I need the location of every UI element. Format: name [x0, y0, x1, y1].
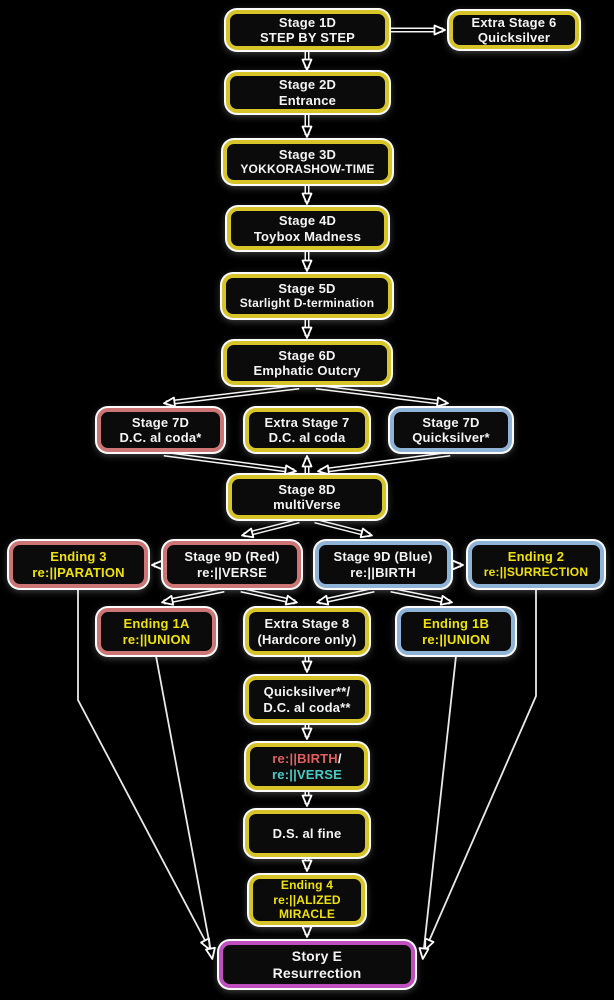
node-stage-4d: Stage 4D Toybox Madness	[227, 207, 388, 250]
node-rebirth-reverse: re:||BIRTH/ re:||VERSE	[246, 743, 368, 790]
node-title: Ending 3	[50, 549, 107, 564]
node-stage-2d: Stage 2D Entrance	[226, 72, 389, 113]
arrow-9dblue-extra8	[316, 587, 375, 606]
node-subtitle: Resurrection	[272, 964, 362, 981]
node-subtitle: re:||PARATION	[32, 564, 125, 580]
node-subtitle: re:||SURRECTION	[483, 564, 589, 579]
node-ds-al-fine: D.S. al fine	[245, 810, 369, 857]
node-stage-5d: Stage 5D Starlight D-termination	[222, 274, 392, 318]
arrow-6d-7dblue	[315, 384, 449, 408]
node-stage-6d: Stage 6D Emphatic Outcry	[223, 341, 391, 385]
node-subtitle: re:||VERSE	[197, 564, 267, 580]
node-subtitle: (Hardcore only)	[257, 631, 357, 647]
node-title: Ending 4	[280, 878, 334, 893]
node-title: Extra Stage 6	[471, 14, 557, 30]
node-title: Stage 4D	[278, 213, 337, 228]
node-subtitle: re:||UNION	[122, 631, 191, 647]
node-extra-stage-8: Extra Stage 8 (Hardcore only)	[245, 608, 369, 655]
node-subtitle: re:||BIRTH	[350, 564, 416, 580]
arrow-9dred-ending1a	[161, 587, 225, 606]
node-subtitle: re:||UNION	[422, 631, 490, 647]
node-title: Ending 1B	[422, 616, 490, 631]
node-title: Extra Stage 8	[264, 616, 350, 631]
node-title: Stage 7D	[131, 414, 190, 430]
node-stage-7d-red: Stage 7D D.C. al coda*	[97, 408, 224, 452]
node-story-e: Story E Resurrection	[219, 941, 415, 988]
node-subtitle: Emphatic Outcry	[253, 363, 361, 378]
node-subtitle: Quicksilver*	[412, 430, 490, 445]
node-ending-1a: Ending 1A re:||UNION	[97, 608, 216, 655]
node-extra-stage-7: Extra Stage 7 D.C. al coda	[245, 408, 369, 452]
node-stage-8d: Stage 8D multiVerse	[228, 475, 386, 519]
node-subtitle: D.C. al coda**	[263, 699, 351, 715]
node-title: Stage 9D (Red)	[184, 549, 280, 564]
node-title: Quicksilver**/	[263, 684, 351, 699]
arrow-7dred-8d	[163, 451, 297, 476]
node-title: Extra Stage 7	[264, 414, 350, 430]
node-title: Ending 1A	[123, 616, 190, 631]
node-title: Stage 3D	[278, 146, 337, 162]
arrow-8d-9dred	[241, 518, 300, 539]
node-subtitle: Starlight D-termination	[239, 296, 375, 310]
node-title: Stage 8D	[278, 481, 336, 497]
arrow-6d-7dred	[163, 384, 300, 408]
arrow-9dblue-ending1b	[390, 587, 453, 606]
node-title: Stage 2D	[278, 77, 337, 92]
node-ending-1b: Ending 1B re:||UNION	[397, 608, 515, 655]
node-stage-9d-blue: Stage 9D (Blue) re:||BIRTH	[315, 541, 451, 588]
node-title: Stage 5D	[278, 280, 336, 296]
line-ending1b-storye	[418, 655, 457, 960]
line-ending1a-storye	[155, 655, 216, 960]
node-subtitle: D.C. al coda	[268, 430, 346, 445]
node-subtitle: STEP BY STEP	[259, 30, 356, 45]
node-subtitle2: MIRACLE	[278, 907, 336, 922]
node-title: Stage 6D	[278, 347, 336, 363]
rebirth-text: re:||BIRTH	[272, 751, 338, 766]
line-ending3-storye	[77, 589, 211, 951]
arrow-8d-9dblue	[314, 518, 373, 539]
node-quicksilver-dc-al-coda: Quicksilver**/ D.C. al coda**	[245, 676, 369, 723]
node-title: Story E	[291, 947, 343, 964]
node-ending-4: Ending 4 re:||ALIZED MIRACLE	[249, 875, 365, 925]
arrow-9dred-extra8	[240, 587, 298, 606]
node-title: re:||BIRTH/	[272, 751, 341, 767]
node-ending-3: Ending 3 re:||PARATION	[9, 541, 148, 588]
node-subtitle: re:||VERSE	[272, 766, 342, 782]
node-subtitle: re:||ALIZED	[273, 892, 341, 907]
node-title: Stage 9D (Blue)	[333, 549, 433, 564]
node-title: Ending 2	[507, 549, 565, 564]
node-stage-3d: Stage 3D YOKKORASHOW-TIME	[223, 140, 392, 184]
node-stage-9d-red: Stage 9D (Red) re:||VERSE	[163, 541, 301, 588]
node-title: Stage 7D	[422, 414, 480, 430]
node-subtitle: Toybox Madness	[253, 228, 362, 244]
node-subtitle: Quicksilver	[477, 30, 551, 45]
node-title: Stage 1D	[278, 14, 337, 30]
node-subtitle: D.C. al coda*	[119, 430, 202, 445]
node-ending-2: Ending 2 re:||SURRECTION	[468, 541, 604, 588]
node-extra-stage-6: Extra Stage 6 Quicksilver	[449, 11, 579, 49]
line-ending2-storye	[424, 589, 537, 951]
node-subtitle: YOKKORASHOW-TIME	[240, 162, 375, 176]
slash-text: /	[337, 751, 342, 766]
arrow-7dblue-8d	[317, 451, 451, 476]
node-subtitle: multiVerse	[273, 497, 341, 512]
node-title: D.S. al fine	[272, 825, 342, 841]
node-subtitle: Entrance	[278, 92, 337, 108]
node-stage-1d: Stage 1D STEP BY STEP	[226, 10, 389, 50]
node-stage-7d-blue: Stage 7D Quicksilver*	[390, 408, 512, 452]
